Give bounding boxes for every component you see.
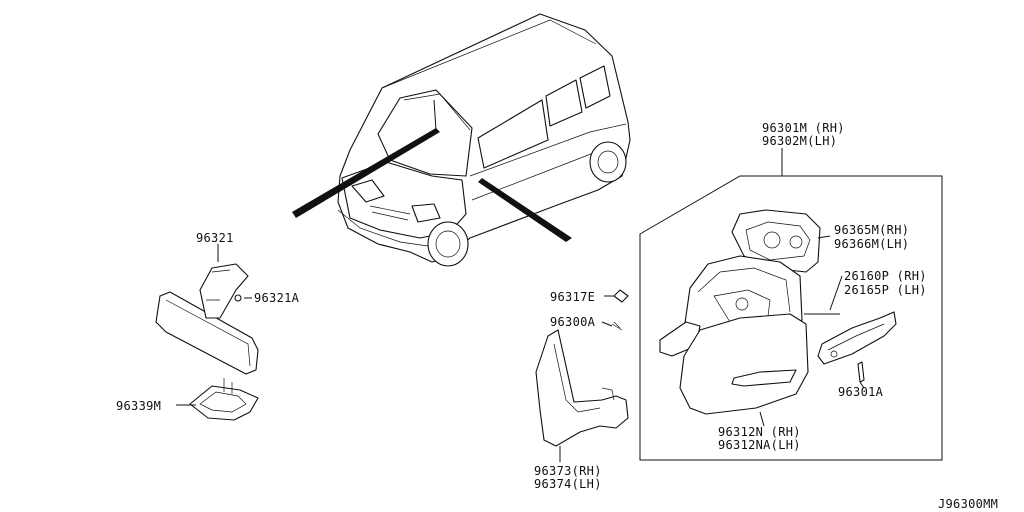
mirror-cover [679, 313, 809, 415]
side-turn-lamp [817, 311, 897, 365]
label-lamp-screw: 96301A [838, 385, 884, 399]
label-turn-lamp-rh: 26160P (RH) [844, 269, 927, 283]
outside-mirror-group [659, 209, 897, 415]
clip [613, 289, 629, 303]
label-mirror-cover-rh: 96312N (RH) [718, 425, 801, 439]
label-mirror-base: 96339M [116, 399, 161, 413]
label-corner-finisher-lh: 96374(LH) [534, 477, 602, 491]
corner-finisher [535, 329, 629, 447]
inside-mirror [155, 291, 259, 375]
label-turn-lamp-lh: 26165P (LH) [844, 283, 927, 297]
label-inside-mirror-screw: 96321A [254, 291, 300, 305]
inside-mirror-stay [199, 263, 249, 319]
inside-mirror-base [189, 385, 259, 421]
assembly-box [639, 175, 943, 461]
label-mirror-glass-rh: 96365M(RH) [834, 223, 909, 237]
label-corner-finisher-rh: 96373(RH) [534, 464, 602, 478]
label-clip: 96317E [550, 290, 595, 304]
label-inside-mirror: 96321 [196, 231, 234, 245]
corner-finisher-group [535, 289, 629, 447]
screw [611, 321, 623, 331]
leader-wedge-outside-mirror [478, 178, 572, 242]
label-mirror-assembly-lh: 96302M(LH) [762, 134, 837, 148]
vehicle-illustration [337, 13, 631, 267]
label-mirror-assembly-rh: 96301M (RH) [762, 121, 845, 135]
inside-mirror-group [155, 263, 259, 421]
label-mirror-cover-lh: 96312NA(LH) [718, 438, 801, 452]
diagram-id: J96300MM [938, 497, 998, 511]
leader-wedge-inside-mirror [292, 128, 440, 218]
label-screw: 96300A [550, 315, 596, 329]
label-mirror-glass-lh: 96366M(LH) [834, 237, 909, 251]
